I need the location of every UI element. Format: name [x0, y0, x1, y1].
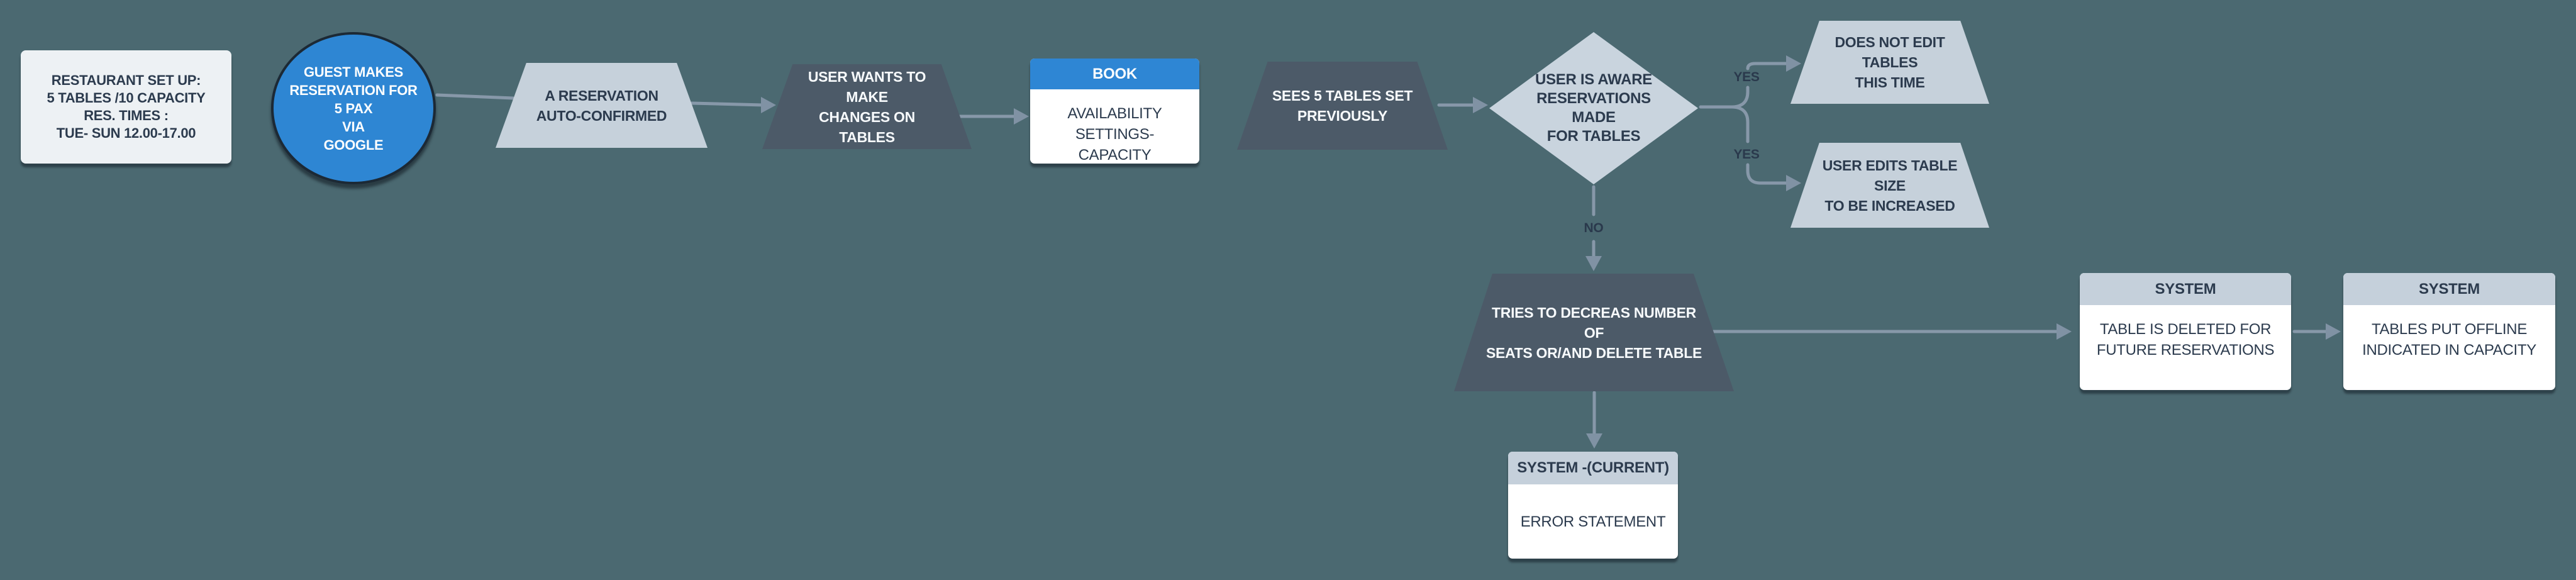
node-system-table-deleted-header: SYSTEM [2080, 273, 2291, 305]
connector-yes-up-1 [1731, 86, 1750, 109]
node-system-current-error-body: ERROR STATEMENT [1520, 513, 1666, 530]
node-sees-tables-label: SEES 5 TABLES SET PREVIOUSLY [1272, 87, 1413, 124]
node-system-tables-offline[interactable]: SYSTEM TABLES PUT OFFLINE INDICATED IN C… [2343, 273, 2555, 390]
connector-yes-down-2 [1746, 163, 1790, 185]
node-auto-confirmed-label: A RESERVATION AUTO-CONFIRMED [536, 87, 667, 124]
node-sees-tables[interactable]: SEES 5 TABLES SET PREVIOUSLY [1237, 62, 1448, 150]
node-restaurant-setup-label: RESTAURANT SET UP: 5 TABLES /10 CAPACITY… [47, 72, 206, 141]
node-system-tables-offline-header: SYSTEM [2343, 273, 2555, 305]
node-does-not-edit[interactable]: DOES NOT EDIT TABLES THIS TIME [1790, 21, 1989, 104]
node-user-wants-changes[interactable]: USER WANTS TO MAKE CHANGES ON TABLES [762, 64, 972, 149]
node-auto-confirmed[interactable]: A RESERVATION AUTO-CONFIRMED [496, 63, 708, 148]
connector-yes-down-1 [1731, 105, 1750, 143]
node-guest-reservation-label: GUEST MAKES RESERVATION FOR 5 PAX VIA GO… [289, 64, 418, 153]
node-guest-reservation[interactable]: GUEST MAKES RESERVATION FOR 5 PAX VIA GO… [271, 32, 436, 184]
node-restaurant-setup[interactable]: RESTAURANT SET UP: 5 TABLES /10 CAPACITY… [21, 50, 231, 164]
arrowhead-system1 [2057, 323, 2072, 340]
node-does-not-edit-label: DOES NOT EDIT TABLES THIS TIME [1835, 34, 1945, 91]
node-book[interactable]: BOOK AVAILABILITY SETTINGS- CAPACITY [1030, 59, 1199, 164]
node-user-aware-decision-label: USER IS AWARE RESERVATIONS MADE FOR TABL… [1535, 71, 1652, 145]
node-system-table-deleted-body: TABLE IS DELETED FOR FUTURE RESERVATIONS [2096, 321, 2275, 359]
arrowhead-diamond [1473, 97, 1488, 113]
connector-autoconfirmed-to-userwants [690, 101, 765, 107]
node-system-table-deleted[interactable]: SYSTEM TABLE IS DELETED FOR FUTURE RESER… [2080, 273, 2291, 390]
arrowhead-systemcurrent [1586, 433, 1602, 449]
node-tries-decrease-seats-label: TRIES TO DECREAS NUMBER OF SEATS OR/AND … [1485, 304, 1702, 361]
arrowhead-tries [1585, 256, 1602, 271]
label-no[interactable]: NO [1584, 221, 1604, 235]
node-system-tables-offline-body: TABLES PUT OFFLINE INDICATED IN CAPACITY [2362, 321, 2536, 359]
label-yes-top[interactable]: YES [1733, 70, 1760, 84]
node-book-body: AVAILABILITY SETTINGS- CAPACITY [1067, 105, 1162, 164]
node-book-header: BOOK [1030, 59, 1199, 89]
arrowhead-system2 [2326, 323, 2341, 340]
arrowhead-book [1014, 108, 1029, 125]
arrowhead-userwants [761, 97, 776, 113]
node-user-edits-table-size-label: USER EDITS TABLE SIZE TO BE INCREASED [1822, 157, 1958, 214]
connector-circle-to-autoconfirmed [435, 93, 515, 100]
node-user-edits-table-size[interactable]: USER EDITS TABLE SIZE TO BE INCREASED [1790, 143, 1989, 228]
node-user-wants-changes-label: USER WANTS TO MAKE CHANGES ON TABLES [808, 68, 926, 145]
node-tries-decrease-seats[interactable]: TRIES TO DECREAS NUMBER OF SEATS OR/AND … [1454, 274, 1734, 391]
node-system-current-error[interactable]: SYSTEM -(CURRENT) ERROR STATEMENT [1508, 452, 1678, 559]
node-system-current-error-header: SYSTEM -(CURRENT) [1508, 452, 1678, 484]
label-yes-bottom[interactable]: YES [1733, 147, 1760, 162]
connector-yes-up-2 [1746, 62, 1790, 70]
arrowhead-useredits [1786, 175, 1801, 191]
arrowhead-doesnotedit [1786, 55, 1801, 72]
